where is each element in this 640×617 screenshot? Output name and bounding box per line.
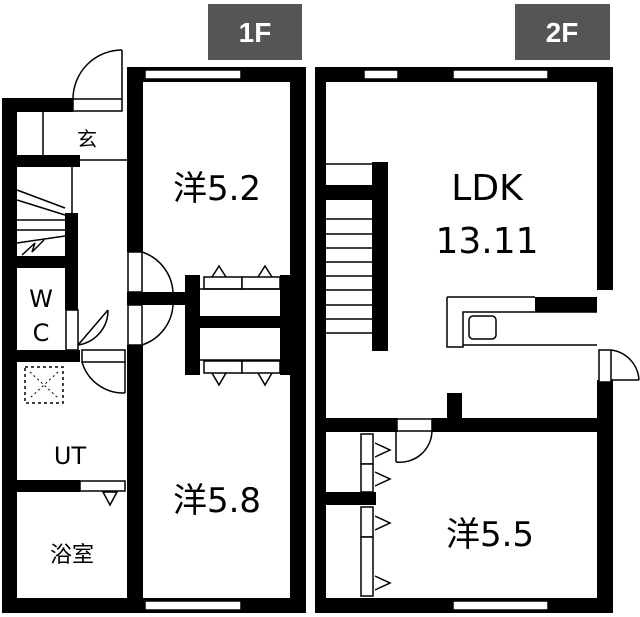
floor-label-2f: 2F bbox=[515, 4, 610, 60]
washing-machine-icon bbox=[24, 366, 64, 404]
floor-label-2f-text: 2F bbox=[546, 17, 579, 48]
bedroom-door-2f bbox=[395, 418, 433, 463]
window bbox=[452, 69, 549, 80]
window bbox=[144, 69, 242, 80]
room-label-bathroom: 浴室 bbox=[50, 543, 94, 568]
plan-2f: LDK 13.11 洋5.5 bbox=[315, 67, 640, 613]
plan-1f: 玄 洋5.2 W C UT 洋5.8 浴室 bbox=[2, 49, 306, 613]
kitchen-counter bbox=[446, 296, 597, 348]
window bbox=[363, 69, 399, 80]
room-label-utility: UT bbox=[54, 442, 87, 470]
stairs bbox=[16, 167, 73, 256]
ut-door bbox=[81, 349, 126, 394]
entrance-door bbox=[72, 49, 123, 112]
window bbox=[144, 600, 242, 611]
room-label-ldk: LDK bbox=[451, 168, 524, 209]
wc-door bbox=[65, 309, 109, 351]
closets-2f bbox=[326, 433, 392, 597]
floor-label-1f: 1F bbox=[208, 4, 302, 60]
window bbox=[452, 600, 549, 611]
room-label-entrance: 玄 bbox=[77, 127, 97, 151]
stairs-2f bbox=[326, 162, 388, 351]
balcony-door bbox=[598, 349, 640, 383]
bath-door bbox=[79, 480, 126, 507]
bedroom-doors bbox=[127, 251, 174, 346]
room-label-wc-c: C bbox=[33, 319, 50, 347]
room-label-bedroom-1: 洋5.2 bbox=[173, 169, 261, 209]
sink-icon bbox=[468, 315, 497, 340]
room-label-ldk-size: 13.11 bbox=[435, 221, 538, 262]
room-label-wc-w: W bbox=[29, 285, 53, 313]
closets-1f bbox=[185, 264, 290, 387]
room-label-bedroom-2: 洋5.8 bbox=[173, 481, 261, 521]
room-label-bedroom-3: 洋5.5 bbox=[446, 515, 534, 555]
floor-label-1f-text: 1F bbox=[239, 17, 272, 48]
